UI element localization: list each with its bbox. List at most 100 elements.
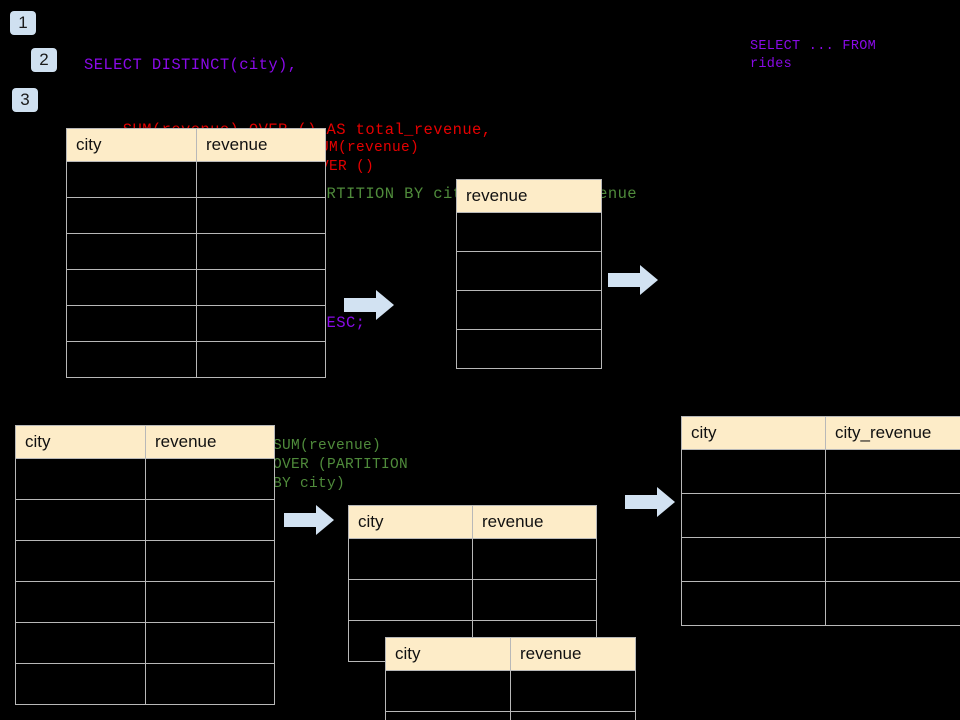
table-header-row: city revenue xyxy=(15,425,275,459)
table-cell xyxy=(145,540,275,582)
sql-line-select: SELECT DISTINCT(city), xyxy=(84,56,298,74)
column-header-city: city xyxy=(681,416,826,450)
table-cell xyxy=(825,449,960,494)
column-header-city: city xyxy=(66,128,197,162)
table-row xyxy=(681,449,960,494)
table-row xyxy=(15,499,275,541)
table-cell xyxy=(66,161,197,198)
annotation-sum-over-partition: SUM(revenue) OVER (PARTITION BY city) xyxy=(273,438,409,492)
table-cell xyxy=(196,341,326,378)
column-header-revenue: revenue xyxy=(510,637,636,671)
table-cell xyxy=(456,251,602,291)
table-row xyxy=(15,458,275,500)
table-row xyxy=(456,290,602,330)
table-row xyxy=(348,538,597,580)
table-row xyxy=(66,197,326,234)
table-cell xyxy=(66,341,197,378)
table-row xyxy=(66,233,326,270)
table-row xyxy=(681,493,960,538)
table-header-row: city revenue xyxy=(66,128,326,162)
column-header-revenue: revenue xyxy=(472,505,597,539)
table-cell xyxy=(145,622,275,664)
annotation-sum-over-empty: SUM(revenue) OVER () xyxy=(311,140,420,175)
table-row xyxy=(456,251,602,291)
table-row xyxy=(15,663,275,705)
table-cell xyxy=(66,197,197,234)
table-row xyxy=(66,341,326,378)
table-cell xyxy=(145,458,275,500)
table-cell xyxy=(15,540,146,582)
column-header-city: city xyxy=(385,637,511,671)
table-row xyxy=(15,622,275,664)
table-row xyxy=(456,329,602,369)
table-cell xyxy=(681,449,826,494)
table-cell xyxy=(681,581,826,626)
column-header-city: city xyxy=(348,505,473,539)
table-cell xyxy=(66,233,197,270)
table-result: city city_revenue xyxy=(681,416,960,626)
table-header-row: city revenue xyxy=(348,505,597,539)
column-header-city: city xyxy=(15,425,146,459)
table-row xyxy=(681,537,960,582)
table-cell xyxy=(472,579,597,621)
table-cell xyxy=(385,711,511,720)
table-cell xyxy=(196,197,326,234)
table-cell xyxy=(196,305,326,342)
table-cell xyxy=(456,329,602,369)
table-source-top: city revenue xyxy=(66,128,326,378)
table-cell xyxy=(196,233,326,270)
step-badge-3: 3 xyxy=(12,88,38,112)
table-row xyxy=(385,711,636,720)
table-row xyxy=(66,161,326,198)
table-partition-a: city revenue xyxy=(348,505,597,662)
table-cell xyxy=(825,581,960,626)
table-cell xyxy=(196,269,326,306)
table-header-row: revenue xyxy=(456,179,602,213)
table-cell xyxy=(510,670,636,712)
table-cell xyxy=(145,499,275,541)
arrow-partition-to-result xyxy=(625,487,675,517)
arrow-source-to-partition xyxy=(284,505,334,535)
table-row xyxy=(15,581,275,623)
table-header-row: city city_revenue xyxy=(681,416,960,450)
table-cell xyxy=(145,581,275,623)
table-cell xyxy=(66,269,197,306)
table-cell xyxy=(456,290,602,330)
table-cell xyxy=(456,212,602,252)
column-header-revenue: revenue xyxy=(456,179,602,213)
table-row xyxy=(681,581,960,626)
arrow-source-to-total xyxy=(344,290,394,320)
table-row xyxy=(456,212,602,252)
table-cell xyxy=(15,622,146,664)
table-cell xyxy=(66,305,197,342)
table-row xyxy=(66,305,326,342)
table-source-bottom: city revenue xyxy=(15,425,275,705)
table-cell xyxy=(145,663,275,705)
table-cell xyxy=(196,161,326,198)
table-cell xyxy=(385,670,511,712)
table-cell xyxy=(825,493,960,538)
step-badge-1: 1 xyxy=(10,11,36,35)
table-row xyxy=(385,670,636,712)
column-header-revenue: revenue xyxy=(196,128,326,162)
table-cell xyxy=(15,499,146,541)
arrow-total-to-result xyxy=(608,265,658,295)
table-cell xyxy=(825,537,960,582)
table-cell xyxy=(15,581,146,623)
table-cell xyxy=(348,538,473,580)
table-partition-b: city revenue xyxy=(385,637,636,720)
column-header-revenue: revenue xyxy=(145,425,275,459)
table-cell xyxy=(681,537,826,582)
annotation-select-from: SELECT ... FROM rides xyxy=(750,39,877,72)
step-badge-2: 2 xyxy=(31,48,57,72)
table-cell xyxy=(510,711,636,720)
table-cell xyxy=(15,663,146,705)
table-cell xyxy=(472,538,597,580)
table-cell xyxy=(15,458,146,500)
table-row xyxy=(348,579,597,621)
table-header-row: city revenue xyxy=(385,637,636,671)
column-header-city-revenue: city_revenue xyxy=(825,416,960,450)
table-row xyxy=(15,540,275,582)
table-cell xyxy=(348,579,473,621)
